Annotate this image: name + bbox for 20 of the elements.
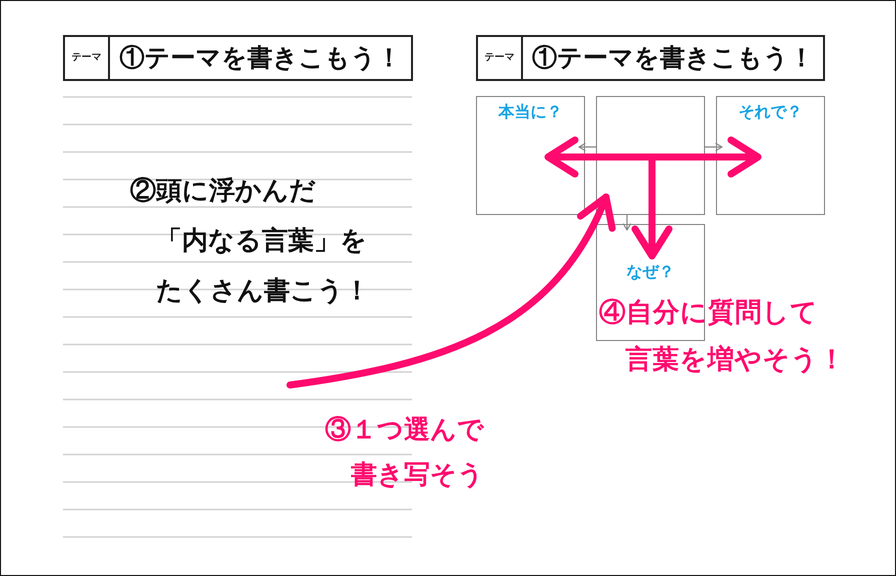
instruction-text: ①テーマを書きこもう！ bbox=[119, 43, 402, 73]
arrow bbox=[578, 142, 596, 152]
question-box bbox=[476, 96, 585, 215]
step-instruction: ②頭に浮かんだ「内なる言葉」をたくさん書こう！ bbox=[130, 174, 371, 307]
curved-arrow bbox=[286, 194, 614, 388]
theme-header-box bbox=[63, 35, 413, 81]
question-text: なぜ？ bbox=[626, 263, 674, 283]
question-text: それで？ bbox=[738, 103, 802, 123]
instruction-text: ①テーマを書きこもう！ bbox=[532, 43, 814, 73]
step-instruction: ④自分に質問して言葉を増やそう！ bbox=[599, 296, 846, 376]
arrow bbox=[705, 142, 723, 152]
question-text: 本当に？ bbox=[498, 102, 562, 123]
question-box bbox=[716, 96, 825, 215]
question-box bbox=[596, 224, 705, 341]
arrow bbox=[622, 215, 632, 231]
theme-tag-text: テーマ bbox=[484, 52, 514, 64]
step-instruction: ③１つ選んで書き写そう bbox=[325, 413, 485, 491]
theme-header-box bbox=[476, 35, 825, 81]
empty-box bbox=[596, 96, 705, 215]
theme-tag-text: テーマ bbox=[72, 52, 102, 64]
